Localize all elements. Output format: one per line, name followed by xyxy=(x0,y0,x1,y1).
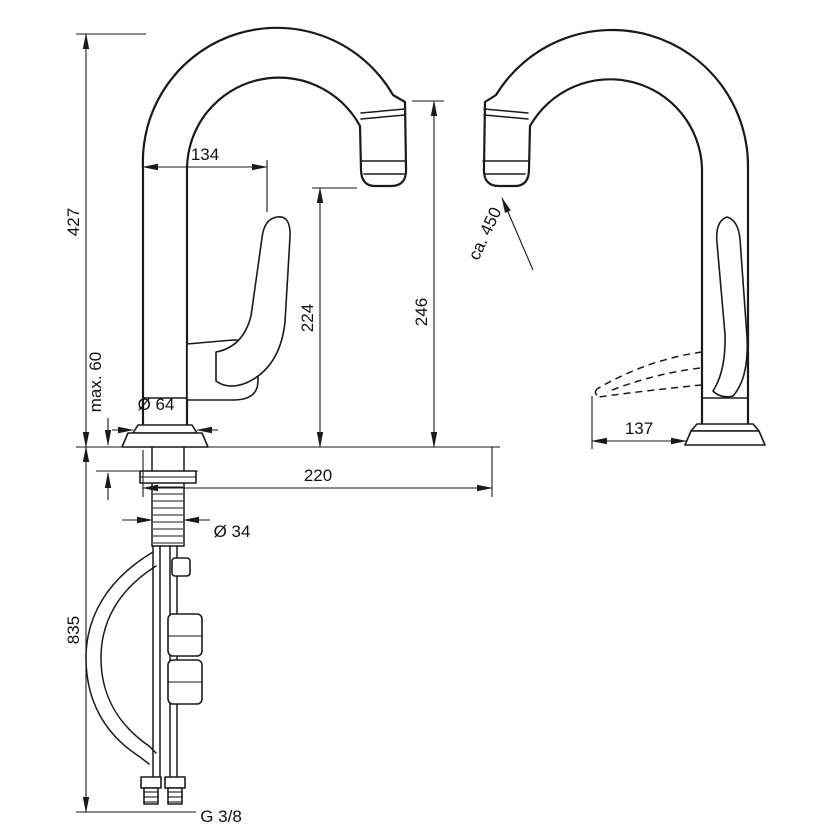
front-faucet-body xyxy=(121,26,408,448)
front-spout-outline xyxy=(141,26,408,446)
dim-hose-length: 835 xyxy=(64,446,196,813)
dim-hose-length-label: 835 xyxy=(64,616,83,644)
dim-base-depth: 137 xyxy=(591,396,687,449)
pullout-hose-loop-outer xyxy=(85,551,154,765)
front-sprayhead-seam2 xyxy=(360,114,406,120)
side-base-flare xyxy=(690,423,760,432)
side-sprayhead-seam2 xyxy=(483,114,529,120)
hose-weight-upper xyxy=(167,613,203,657)
side-sprayhead-seam xyxy=(483,108,529,114)
mounting-hardware xyxy=(139,446,197,547)
dim-swivel-height: 246 xyxy=(412,100,444,448)
dim-thread-size: G 3/8 xyxy=(200,807,242,826)
dim-max-mounting-thickness: max. 60 xyxy=(86,352,112,500)
front-escutcheon xyxy=(121,432,209,448)
dim-base-diameter-label: Ø 64 xyxy=(138,395,175,414)
dim-shank-diameter-label: Ø 34 xyxy=(214,522,251,541)
dim-handle-offset-label: 134 xyxy=(191,145,219,164)
dim-outlet-height-label: 224 xyxy=(298,304,317,332)
countertop-lines xyxy=(76,446,500,472)
side-handle-lever xyxy=(712,216,749,398)
side-spout-outline xyxy=(482,28,750,432)
hose-fitting-small xyxy=(171,557,191,577)
dim-thread-size-label: G 3/8 xyxy=(200,807,242,826)
dim-reach-label: 220 xyxy=(304,466,332,485)
front-view: 427 835 max. 60 134 Ø 64 xyxy=(64,26,500,826)
dim-max-mounting-thickness-label: max. 60 xyxy=(86,352,105,412)
dim-pullout-length: ca. 450 xyxy=(465,197,534,271)
pullout-hose-loop-inner xyxy=(100,565,157,754)
side-view: ca. 450 137 xyxy=(465,28,766,449)
dim-total-height-label: 427 xyxy=(64,208,83,236)
dim-outlet-height: 224 xyxy=(298,187,357,448)
dim-pullout-length-label: ca. 450 xyxy=(465,204,506,263)
side-faucet-body xyxy=(482,28,766,446)
front-base-flare xyxy=(132,424,198,434)
front-sprayhead-seam xyxy=(360,108,406,114)
dim-base-depth-label: 137 xyxy=(625,419,653,438)
hose-connectors xyxy=(140,776,186,805)
front-handle-lever xyxy=(215,216,291,387)
shank-threads xyxy=(153,486,183,544)
handle-swing-dashed xyxy=(594,351,703,398)
side-escutcheon xyxy=(684,430,766,446)
connector-left xyxy=(140,776,162,789)
dim-reach: 220 xyxy=(142,447,493,497)
dim-base-diameter: Ø 64 xyxy=(112,395,218,434)
connector-right xyxy=(164,776,186,789)
dim-swivel-height-label: 246 xyxy=(412,298,431,326)
dim-total-height: 427 xyxy=(64,33,146,448)
dim-shank-diameter: Ø 34 xyxy=(122,516,251,541)
supply-hoses xyxy=(85,545,203,779)
dim-handle-offset: 134 xyxy=(142,145,268,212)
